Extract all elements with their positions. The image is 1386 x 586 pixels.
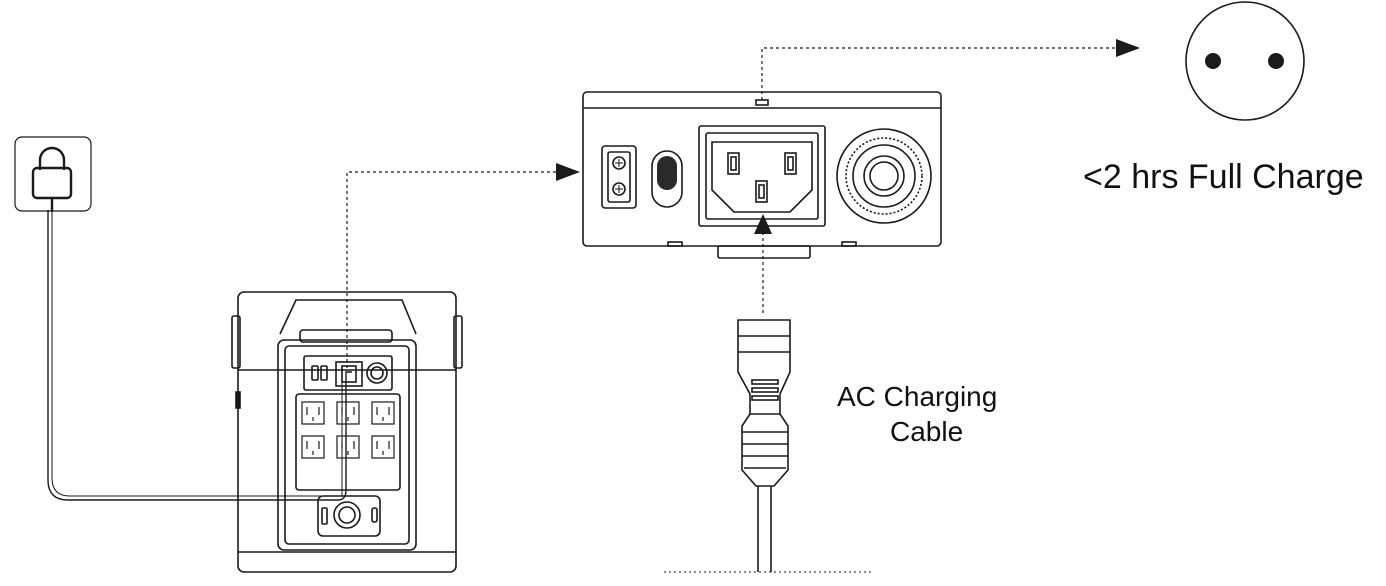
- connector-dotted-line: [346, 171, 558, 368]
- power-station-icon: [231, 291, 463, 573]
- cable-label-line2: Cable: [890, 416, 964, 447]
- charge-time-label: <2 hrs Full Charge: [1083, 158, 1364, 196]
- round-socket-icon: [1185, 1, 1305, 121]
- ac-input-panel-icon: [582, 91, 942, 259]
- cable-label-line1: AC Charging: [837, 381, 998, 412]
- ac-charging-cable-icon: [737, 319, 791, 572]
- wall-outlet-icon: [14, 136, 92, 212]
- wall-cable: [47, 210, 352, 501]
